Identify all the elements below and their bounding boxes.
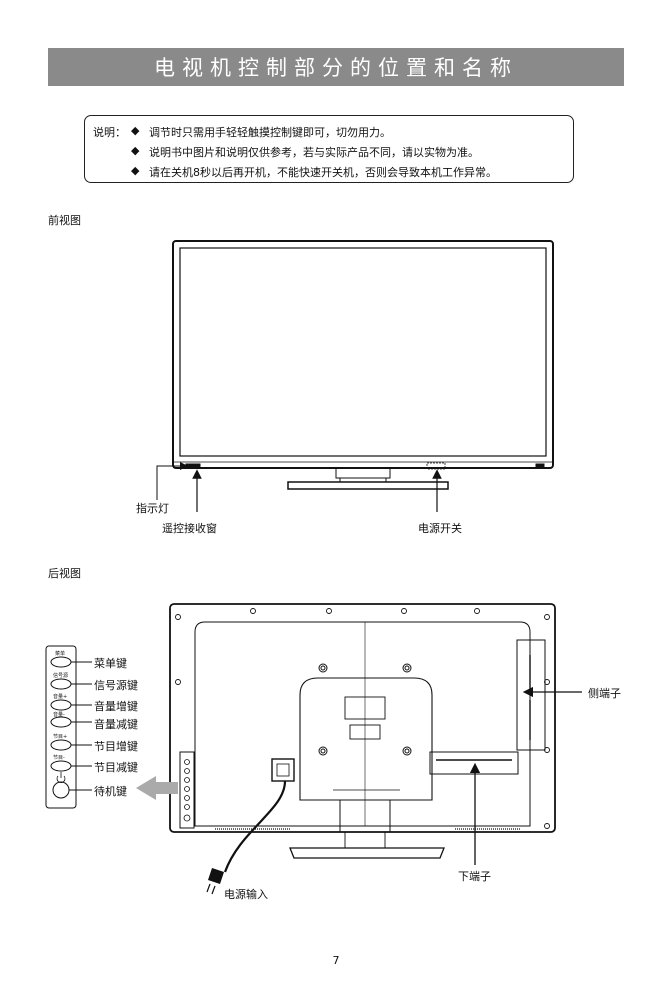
note-item: 说明书中图片和说明仅供参考，若与实际产品不同，请以实物为准。 (149, 146, 479, 159)
front-view-label: 前视图 (48, 214, 81, 227)
remote-window-label: 遥控接收窗 (162, 522, 217, 535)
btn-small-vol-up: 音量+ (53, 694, 68, 700)
side-ports-label: 侧端子 (588, 687, 621, 700)
power-input-label: 电源输入 (224, 888, 268, 901)
button-panel (45, 645, 77, 809)
rear-tv (169, 603, 556, 859)
ch-up-key-label: 节目增键 (94, 740, 138, 753)
power-cable (223, 780, 287, 873)
menu-key-label: 菜单键 (94, 657, 127, 670)
note-bullet: ◆ (131, 164, 140, 177)
vol-up-key-label: 音量增键 (94, 700, 138, 713)
note-item: 调节时只需用手轻轻触摸控制键即可，切勿用力。 (149, 126, 391, 139)
notes-label: 说明： (93, 126, 126, 139)
vol-down-key-label: 音量减键 (94, 718, 138, 731)
grey-arrow (136, 776, 178, 800)
btn-small-vol-down: 音量- (53, 712, 65, 718)
note-bullet: ◆ (131, 124, 140, 137)
indicator-light-label: 指示灯 (136, 502, 169, 515)
indicator-leader (156, 462, 188, 500)
notes-box: 说明： ◆ 调节时只需用手轻轻触摸控制键即可，切勿用力。 ◆ 说明书中图片和说明… (84, 115, 574, 183)
source-key-label: 信号源键 (94, 679, 138, 692)
power-plug-icon (208, 868, 224, 884)
note-bullet: ◆ (131, 144, 140, 157)
page-title: 电视机控制部分的位置和名称 (154, 56, 518, 80)
standby-key-label: 待机键 (94, 785, 127, 798)
btn-small-menu: 菜单 (55, 651, 66, 657)
rear-view-label: 后视图 (48, 567, 81, 580)
page-title-bar: 电视机控制部分的位置和名称 (48, 48, 624, 86)
note-item: 请在关机8秒以后再开机，不能快速开关机，否则会导致本机工作异常。 (149, 166, 497, 179)
btn-small-source: 信号源 (53, 673, 69, 679)
power-switch-label: 电源开关 (418, 522, 462, 535)
btn-small-ch-up: 节目+ (53, 734, 68, 740)
ch-down-key-label: 节目减键 (94, 761, 138, 774)
bottom-ports-label: 下端子 (458, 870, 491, 883)
front-tv (172, 240, 554, 490)
page-number: 7 (332, 954, 340, 967)
btn-small-ch-down: 节目- (53, 755, 65, 761)
